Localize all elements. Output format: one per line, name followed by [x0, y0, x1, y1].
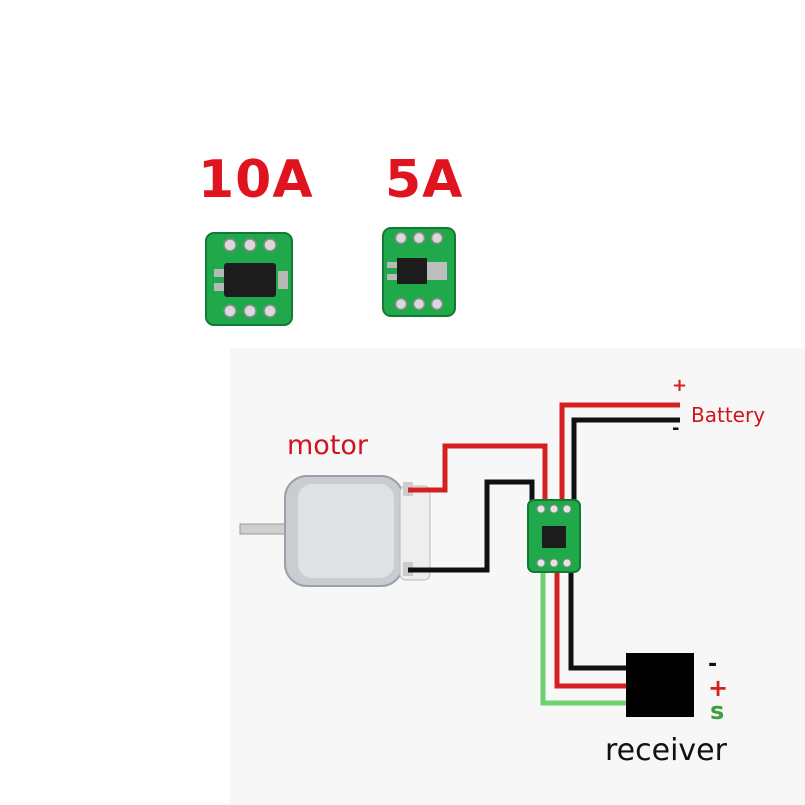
- receiver-signal-sign: s: [710, 697, 725, 725]
- rating-label-10a: 10A: [198, 150, 314, 210]
- motor-wire-red: [408, 443, 548, 503]
- receiver-box: [626, 653, 694, 717]
- receiver-wire-black: [568, 570, 628, 671]
- receiver-wire-red: [554, 570, 628, 689]
- rating-label-5a: 5A: [385, 150, 464, 210]
- receiver-minus-sign: -: [708, 652, 718, 677]
- motor-wire-black: [408, 479, 535, 573]
- receiver-label: receiver: [605, 733, 727, 768]
- battery-wire-black: [571, 417, 680, 503]
- esc-board-10a: [205, 232, 293, 326]
- motor-illustration: [239, 475, 431, 587]
- esc-board-5a: [382, 227, 456, 317]
- battery-minus-sign: -: [672, 418, 680, 439]
- esc-board-diagram: [527, 499, 581, 573]
- battery-wire-red: [559, 402, 680, 503]
- motor-label: motor: [287, 430, 369, 461]
- battery-label: Battery: [691, 403, 766, 427]
- receiver-wire-green: [540, 570, 628, 706]
- battery-plus-sign: +: [672, 375, 688, 396]
- receiver-plus-sign: +: [708, 674, 729, 702]
- wiring-diagram: [230, 348, 805, 805]
